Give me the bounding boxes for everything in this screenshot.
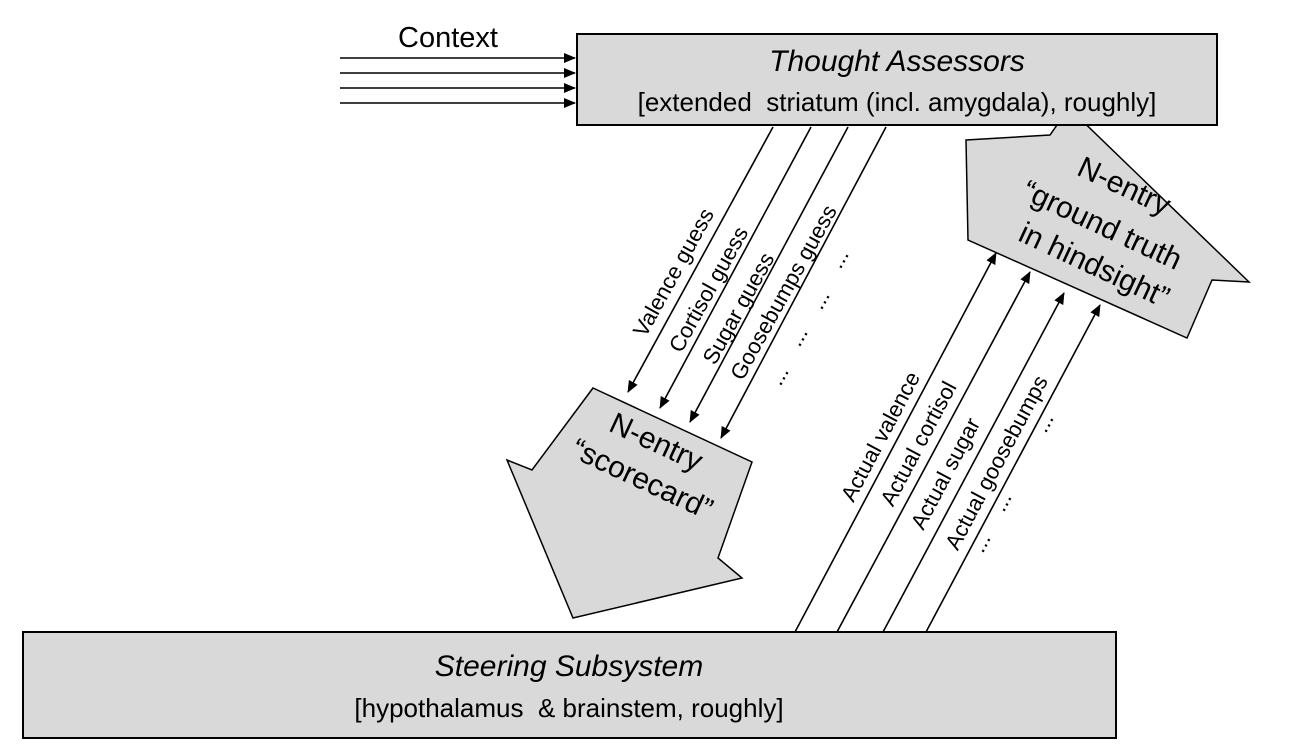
actual-cortisol-arrow bbox=[836, 271, 1031, 633]
thought-assessors-title: Thought Assessors bbox=[769, 45, 1025, 78]
thought-assessors-subtitle: [extended striatum (incl. amygdala), rou… bbox=[638, 87, 1157, 117]
actual-sugar-arrow bbox=[882, 292, 1065, 633]
context-label: Context bbox=[398, 22, 498, 54]
ground-truth-arrow: N-entry “ground truth in hindsight” bbox=[965, 106, 1251, 339]
valence-guess-arrow bbox=[627, 126, 774, 393]
steering-subsystem-title: Steering Subsystem bbox=[435, 650, 703, 683]
thought-assessors-box: Thought Assessors [extended striatum (in… bbox=[576, 33, 1218, 126]
actual-goosebumps-arrow bbox=[925, 304, 1101, 633]
context-arrows: Context bbox=[340, 22, 576, 108]
guess-ellipsis: ... bbox=[804, 285, 835, 313]
guess-ellipsis: ... bbox=[782, 322, 813, 350]
guess-arrows: Valence guess Cortisol guess Sugar guess… bbox=[627, 126, 887, 439]
actual-arrows: Actual valence Actual cortisol Actual su… bbox=[794, 252, 1101, 633]
sugar-guess-arrow bbox=[689, 126, 849, 423]
actual-valence-arrow bbox=[794, 252, 997, 633]
goosebumps-guess-arrow bbox=[720, 126, 887, 439]
guess-ellipsis: ... bbox=[823, 244, 854, 272]
scorecard-arrow: N-entry “scorecard” bbox=[505, 387, 753, 619]
steering-subsystem-box: Steering Subsystem [hypothalamus & brain… bbox=[22, 631, 1117, 739]
guess-ellipsis: ... bbox=[763, 361, 794, 389]
steering-subsystem-subtitle: [hypothalamus & brainstem, roughly] bbox=[354, 693, 783, 723]
cortisol-guess-arrow bbox=[659, 126, 812, 409]
